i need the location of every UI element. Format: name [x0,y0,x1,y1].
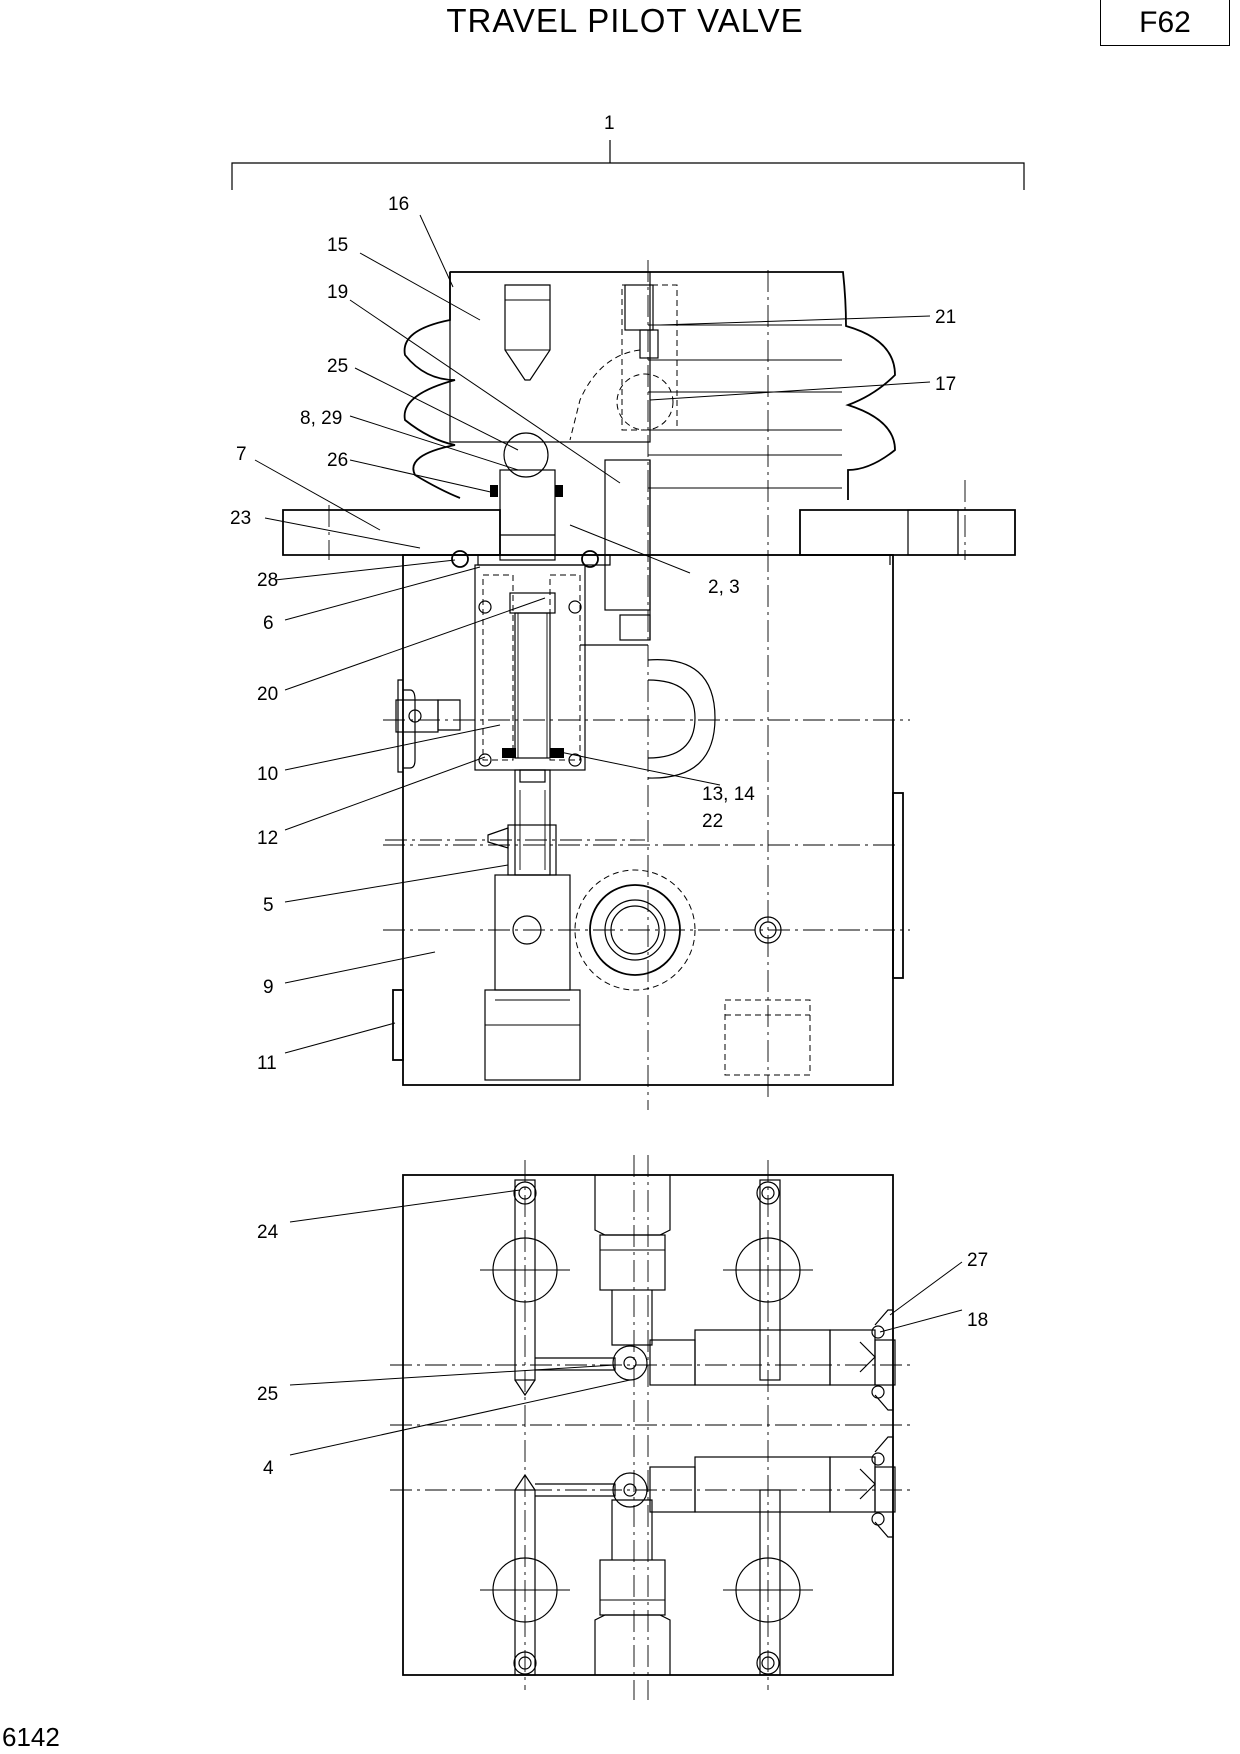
callout-16: 16 [388,194,409,215]
callout-5: 5 [263,895,274,916]
callout-15: 15 [327,235,348,256]
callout-26: 26 [327,450,348,471]
callout-20: 20 [257,684,278,705]
callout-19: 19 [327,282,348,303]
callout-27: 27 [967,1250,988,1271]
page-title: TRAVEL PILOT VALVE [446,2,804,39]
callout-13-14: 13, 14 [702,784,755,805]
callout-2-3: 2, 3 [708,577,740,598]
leader-lines [254,214,963,1456]
check-valve-lower [535,1436,896,1538]
callout-28: 28 [257,570,278,591]
callout-12: 12 [257,828,278,849]
callout-6: 6 [263,613,274,634]
callout-10: 10 [257,764,278,785]
callout-24: 24 [257,1222,279,1243]
valve-bottom-view [390,1155,910,1700]
callout-23: 23 [230,508,251,529]
document-number: 6142 [2,1722,60,1752]
callout-25-top: 25 [327,356,348,377]
callout-21: 21 [935,307,956,328]
callout-4: 4 [263,1458,274,1479]
callout-25-bottom: 25 [257,1384,278,1405]
check-valve-upper [535,1309,896,1411]
assembly-bracket [231,140,1025,190]
callout-11: 11 [257,1053,277,1074]
callout-17: 17 [935,374,956,395]
callout-labels: 1 16 15 19 21 25 17 8, 29 7 26 23 28 2, … [230,113,988,1479]
callout-7: 7 [236,444,247,465]
callout-1: 1 [604,113,615,134]
callout-8-29: 8, 29 [300,408,342,429]
valve-section-view [282,260,1016,1110]
callout-18: 18 [967,1310,988,1331]
callout-9: 9 [263,977,274,998]
page-code-box: F62 [1100,0,1230,46]
callout-22: 22 [702,811,723,832]
